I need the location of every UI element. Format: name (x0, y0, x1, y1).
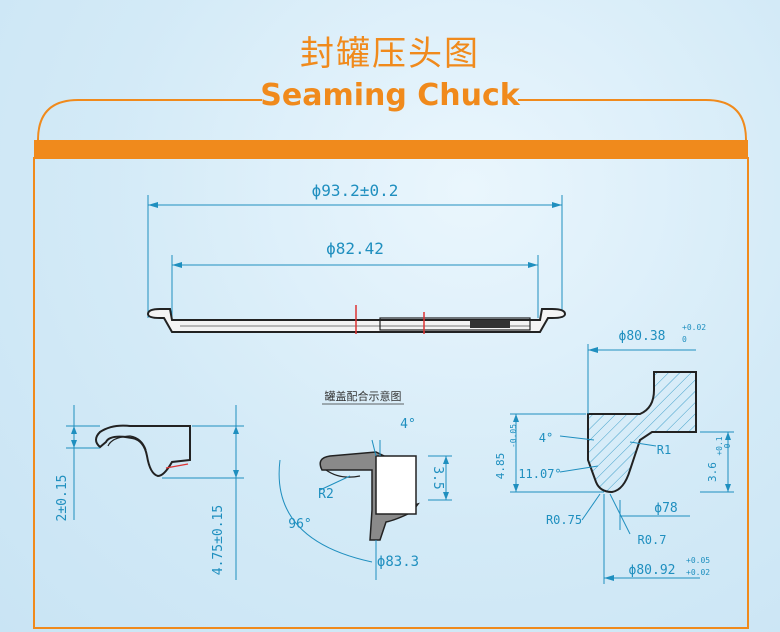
label-radius-r1: R1 (657, 443, 671, 457)
chuck-detail: ϕ80.38 +0.02 0 4° R1 4.85 -0.05 11.07° 3… (494, 323, 734, 584)
main-profile: ϕ93.2±0.2 ϕ82.42 (146, 181, 567, 334)
label-height-36: 3.6 (706, 462, 719, 482)
caption-lid-fit: 罐盖配合示意图 (325, 389, 402, 403)
label-angle-top: 4° (400, 417, 416, 432)
label-tol-8092-upper: +0.05 (686, 556, 710, 565)
label-tol-8038-upper: +0.02 (682, 323, 706, 332)
label-radius-r07: R0.7 (638, 533, 667, 547)
label-outer-diameter: ϕ93.2±0.2 (312, 181, 399, 200)
label-height-left: 2±0.15 (55, 475, 70, 522)
title-chinese: 封罐压头图 (300, 34, 480, 74)
label-tol-36-lower: 0 (723, 443, 732, 448)
label-diameter-833: ϕ83.3 (377, 554, 419, 570)
label-depth-485: 4.85 (494, 453, 507, 480)
lid-fit-diagram: 罐盖配合示意图 4° 3.5 R2 96° ϕ83.3 (278, 389, 452, 580)
label-diameter-8038: ϕ80.38 (619, 329, 666, 344)
label-inner-diameter: ϕ82.42 (326, 239, 384, 258)
label-depth-left: 4.75±0.15 (211, 505, 226, 575)
label-tol-485: -0.05 (509, 424, 518, 448)
label-angle-96: 96° (288, 517, 311, 532)
label-tol-8092-lower: +0.02 (686, 568, 710, 577)
label-diameter-78: ϕ78 (654, 501, 677, 516)
title-english: Seaming Chuck (260, 78, 520, 113)
label-angle-4-right: 4° (539, 431, 553, 445)
lip-section: 2±0.15 4.75±0.15 (55, 405, 244, 580)
label-diameter-8092: ϕ80.92 (629, 563, 676, 578)
header-frame (33, 99, 749, 629)
label-height-35: 3.5 (430, 466, 445, 489)
label-tol-8038-lower: 0 (682, 335, 687, 344)
label-angle-1107: 11.07° (518, 467, 561, 481)
label-radius-r2: R2 (318, 487, 334, 502)
label-tol-36: +0.1 (715, 436, 724, 455)
label-radius-r075: R0.75 (546, 513, 582, 527)
